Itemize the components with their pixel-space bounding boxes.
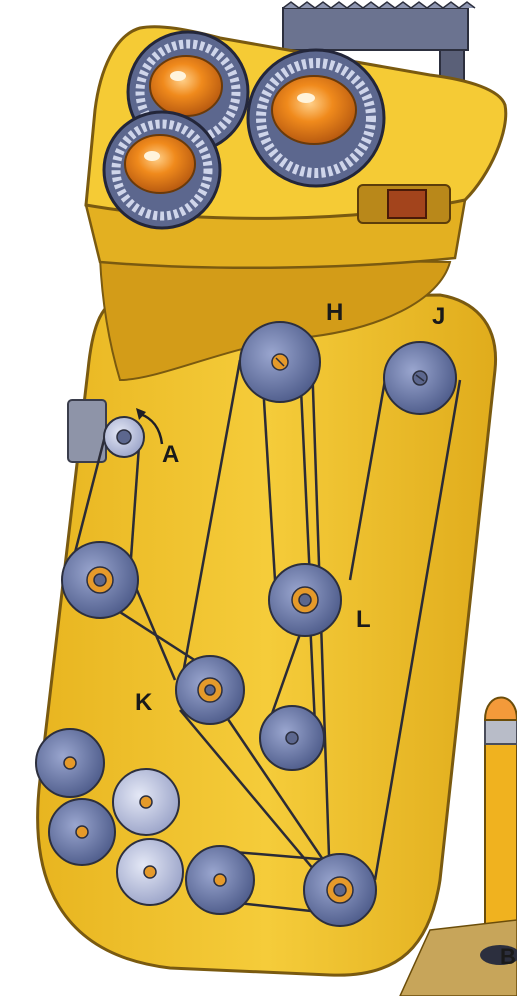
pulley-left-drive bbox=[62, 542, 138, 618]
pulley-A bbox=[104, 417, 144, 457]
pulley-bottom-mid bbox=[186, 846, 254, 914]
label-B: B bbox=[500, 944, 516, 969]
pencil-icon bbox=[485, 698, 517, 941]
label-L: L bbox=[356, 606, 371, 633]
slide-switch-icon bbox=[358, 185, 450, 223]
cutter-head-icon bbox=[104, 112, 220, 228]
label-H: H bbox=[326, 299, 343, 326]
pulley-cluster-2 bbox=[113, 769, 179, 835]
cutter-head-icon bbox=[248, 50, 384, 186]
pulley-H bbox=[240, 322, 320, 402]
pulley-L bbox=[269, 564, 341, 636]
label-A: A bbox=[162, 441, 179, 468]
pulley-lower-right bbox=[260, 706, 324, 770]
pulley-K bbox=[176, 656, 244, 724]
label-K: K bbox=[135, 689, 153, 716]
pulley-J bbox=[384, 342, 456, 414]
label-J: J bbox=[432, 303, 445, 330]
pulley-cluster-1 bbox=[36, 729, 104, 797]
pulley-bottom-right bbox=[304, 854, 376, 926]
pulley-cluster-4 bbox=[117, 839, 183, 905]
pulley-cluster-3 bbox=[49, 799, 115, 865]
